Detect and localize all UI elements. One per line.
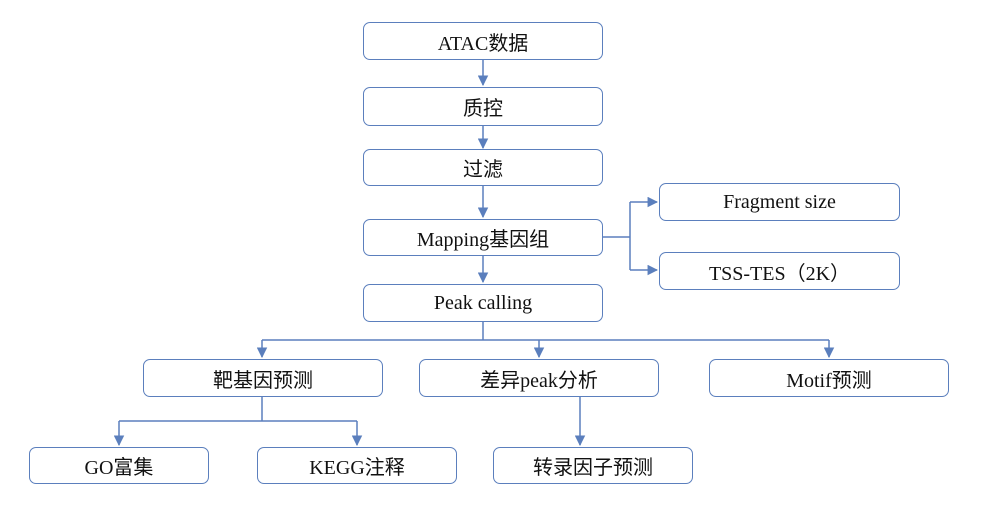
qc-node: 质控 xyxy=(363,87,603,126)
filter-node: 过滤 xyxy=(363,149,603,186)
tf-prediction-node: 转录因子预测 xyxy=(493,447,693,484)
peak-calling-node: Peak calling xyxy=(363,284,603,322)
kegg-annotation-node: KEGG注释 xyxy=(257,447,457,484)
diff-peak-analysis-node: 差异peak分析 xyxy=(419,359,659,397)
motif-prediction-node: Motif预测 xyxy=(709,359,949,397)
fragment-size-node: Fragment size xyxy=(659,183,900,221)
target-gene-prediction-node: 靶基因预测 xyxy=(143,359,383,397)
tss-tes-node: TSS-TES（2K） xyxy=(659,252,900,290)
mapping-node: Mapping基因组 xyxy=(363,219,603,256)
atac-data-node: ATAC数据 xyxy=(363,22,603,60)
go-enrichment-node: GO富集 xyxy=(29,447,209,484)
